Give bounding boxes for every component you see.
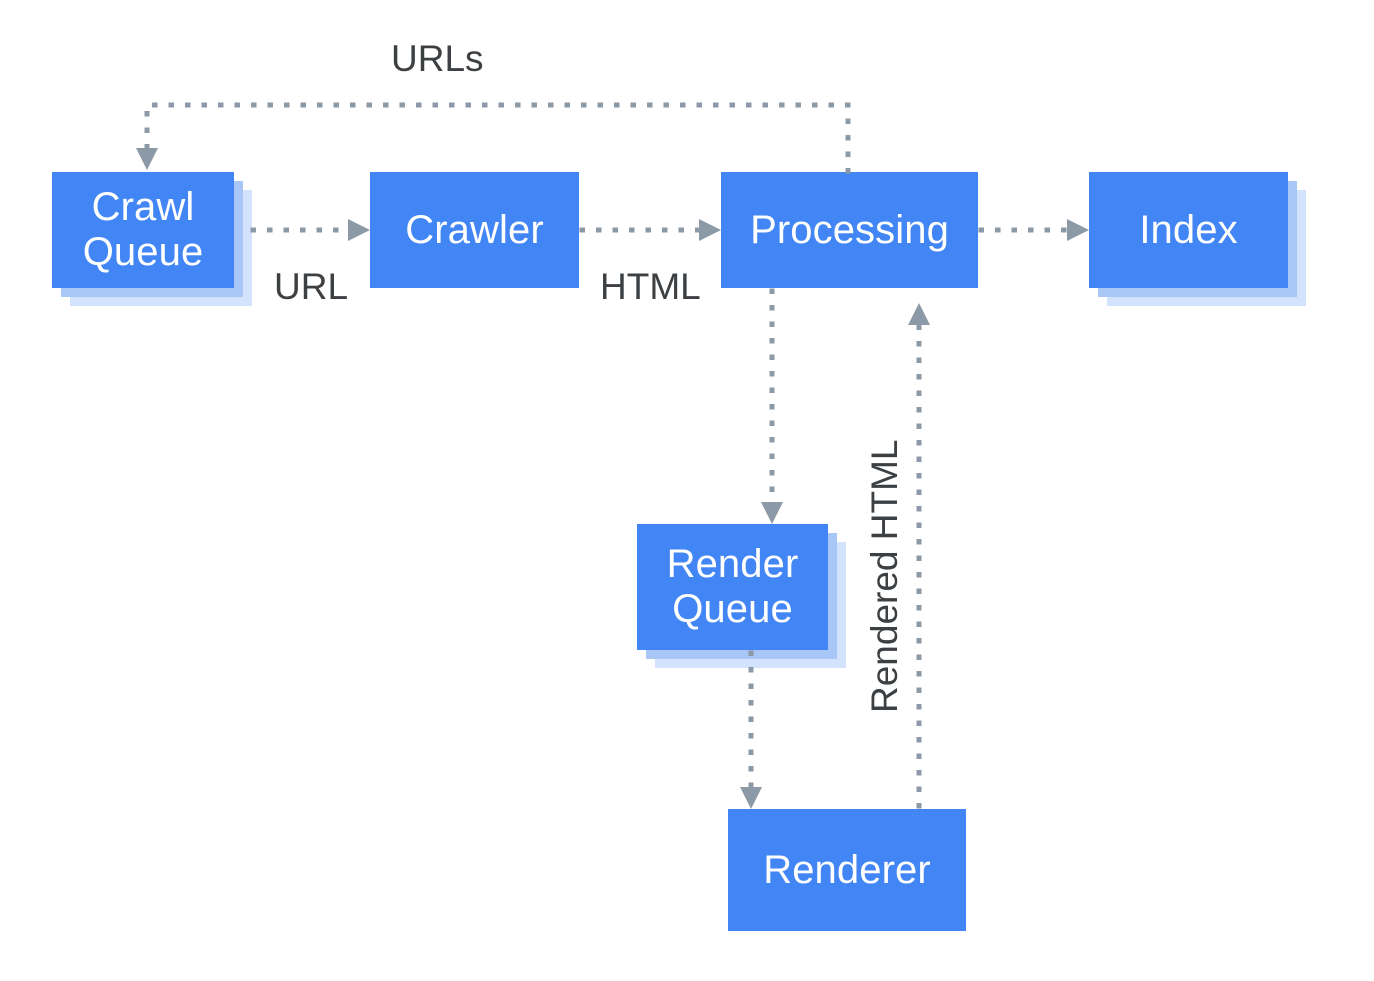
node-label-renderer: Renderer bbox=[763, 847, 931, 892]
node-face: Render Queue bbox=[637, 524, 828, 650]
node-index[interactable]: Index bbox=[1089, 172, 1306, 306]
node-label-index: Index bbox=[1139, 207, 1238, 252]
arrow-head-right bbox=[699, 219, 721, 241]
node-face: Renderer bbox=[728, 809, 966, 931]
edge-processing-to-index bbox=[978, 219, 1089, 241]
node-crawl-queue[interactable]: Crawl Queue bbox=[52, 172, 252, 306]
edge-crawler-to-processing bbox=[579, 219, 721, 241]
arrow-head-up bbox=[908, 303, 930, 325]
edge-label-rendered-html: Rendered HTML bbox=[864, 439, 905, 713]
node-label-crawler: Crawler bbox=[405, 207, 544, 252]
node-face: Index bbox=[1089, 172, 1288, 288]
node-face: Crawler bbox=[370, 172, 579, 288]
node-label-processing: Processing bbox=[750, 207, 949, 252]
edge-label-url: URL bbox=[274, 266, 349, 307]
edge-label-html: HTML bbox=[600, 266, 701, 307]
arrow-head-down bbox=[740, 787, 762, 809]
edge-crawl-queue-to-crawler bbox=[250, 219, 370, 241]
node-face: Crawl Queue bbox=[52, 172, 234, 288]
arrow-head-down bbox=[761, 502, 783, 524]
arrow-head-right bbox=[348, 219, 370, 241]
edge-renderer-to-processing bbox=[908, 303, 930, 809]
node-renderer[interactable]: Renderer bbox=[728, 809, 966, 931]
node-crawler[interactable]: Crawler bbox=[370, 172, 579, 288]
node-render-queue[interactable]: Render Queue bbox=[637, 524, 846, 668]
edge-processing-to-render-queue bbox=[761, 288, 783, 524]
node-processing[interactable]: Processing bbox=[721, 172, 978, 288]
edge-processing-to-crawl-queue bbox=[136, 102, 851, 174]
arrow-head-right bbox=[1067, 219, 1089, 241]
node-label-crawl-queue: Crawl Queue bbox=[82, 185, 204, 274]
node-face: Processing bbox=[721, 172, 978, 288]
node-label-render-queue: Render Queue bbox=[666, 542, 799, 631]
edge-label-urls: URLs bbox=[391, 38, 484, 79]
arrow-head-down bbox=[136, 148, 158, 170]
edge-render-queue-to-renderer bbox=[740, 650, 762, 809]
